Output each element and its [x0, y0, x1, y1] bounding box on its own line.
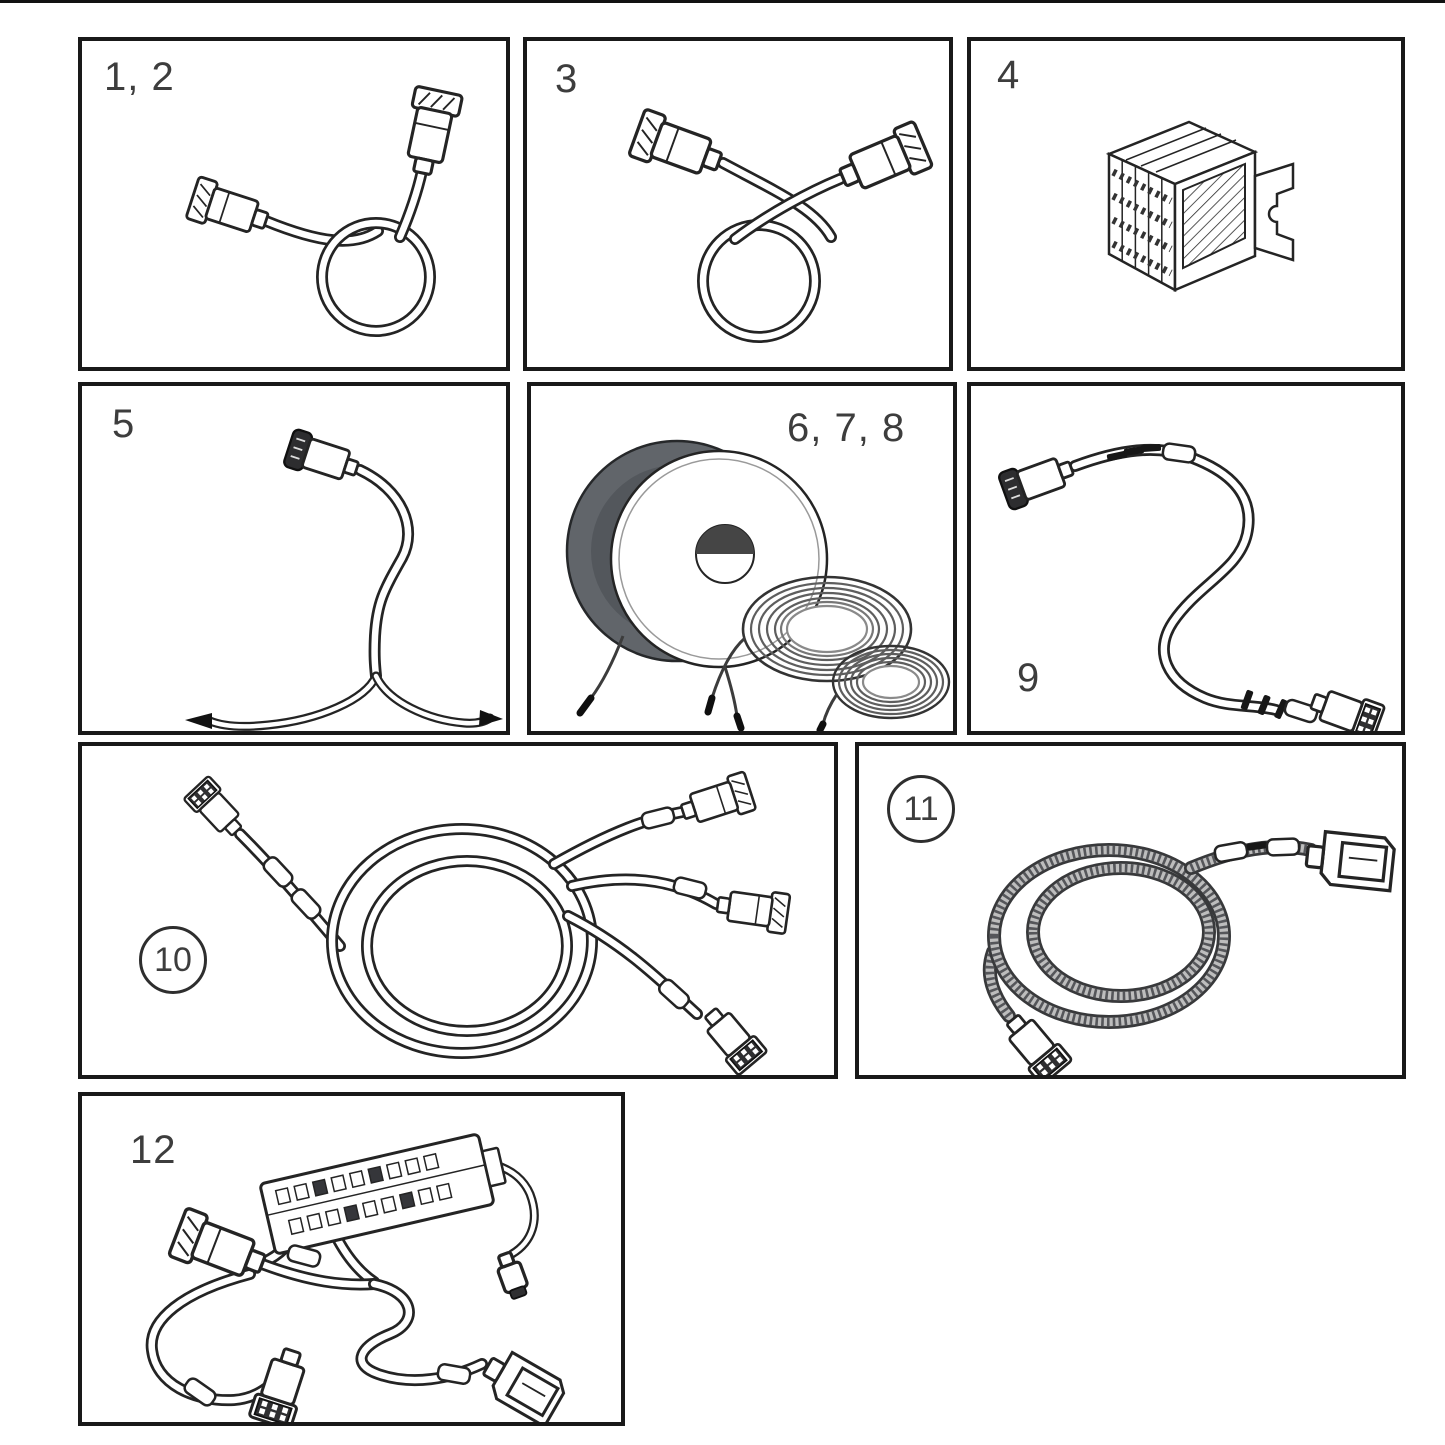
panel-12: 12: [78, 1092, 625, 1426]
panel-4: 4: [967, 37, 1405, 371]
connector-icon: [713, 883, 792, 936]
panel-11: 11: [855, 742, 1406, 1079]
part-number-label-5: 5: [112, 402, 136, 446]
connector-icon: [166, 1205, 273, 1290]
panel-3: 3: [523, 37, 953, 371]
part-number-label-3: 3: [555, 57, 579, 101]
panel-9: 9: [967, 382, 1405, 735]
coiled-cable-illustration: [626, 107, 935, 343]
part-number-label-12: 12: [130, 1128, 177, 1172]
panel-6-7-8: 6, 7, 8: [527, 382, 957, 735]
harness-with-block-illustration: [145, 1133, 570, 1422]
connector-icon: [474, 1343, 570, 1422]
part-number-label-6-7-8: 6, 7, 8: [787, 406, 906, 450]
braided-cable-illustration: [982, 828, 1397, 1075]
terminal-block-illustration: [1105, 120, 1295, 293]
part-number-label-9: 9: [1017, 656, 1041, 700]
part-number-label-1-2: 1, 2: [104, 55, 175, 99]
part-number-label-11: 11: [887, 775, 955, 843]
multipin-connector-block: [259, 1133, 507, 1255]
connector-icon: [184, 174, 275, 244]
wire-coil-medium: [741, 575, 913, 683]
connector-icon: [1302, 828, 1397, 893]
part-number-label-4: 4: [997, 53, 1021, 97]
connector-icon: [491, 1248, 533, 1303]
panel-1-2: 1, 2: [78, 37, 510, 371]
panel-5: 5: [78, 382, 510, 735]
part-number-label-10: 10: [139, 926, 207, 994]
coiled-cable-illustration: [184, 84, 465, 337]
connector-icon: [397, 84, 465, 180]
wire-coil-small: [831, 644, 951, 720]
extension-cable-illustration: [996, 441, 1387, 731]
connector-icon: [1304, 681, 1387, 731]
connector-icon: [831, 119, 935, 203]
page-top-rule: [0, 0, 1445, 3]
connector-icon: [996, 448, 1080, 513]
multi-branch-harness-illustration: [182, 770, 792, 1075]
connector-icon: [626, 107, 729, 187]
cable-reel-and-coils-illustration: [565, 439, 951, 731]
y-cable-illustration: [185, 426, 503, 731]
panel-10: 10: [78, 742, 838, 1079]
connector-icon: [675, 770, 758, 833]
connector-icon: [281, 426, 365, 489]
connector-icon: [247, 1342, 315, 1422]
connector-icon: [694, 999, 769, 1075]
